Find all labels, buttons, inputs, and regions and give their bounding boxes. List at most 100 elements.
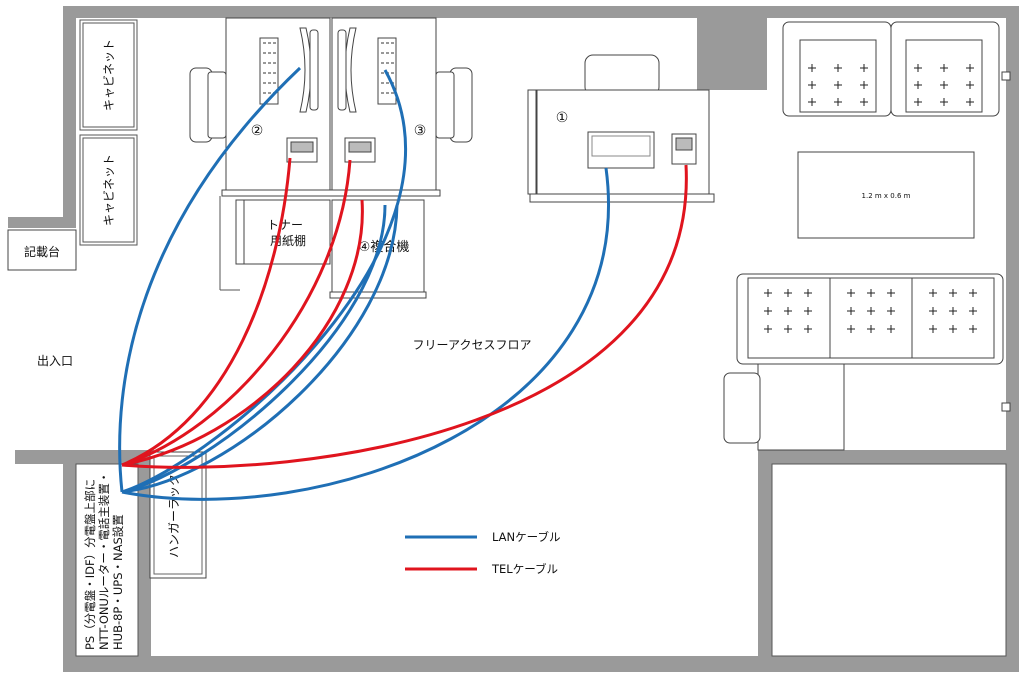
cushion-stitch: [969, 325, 977, 333]
cushion-stitch: [784, 307, 792, 315]
cushion-stitch: [867, 325, 875, 333]
wall-left-upper-return: [8, 217, 76, 228]
cushion-stitch: [834, 64, 842, 72]
cushion-stitch: [808, 81, 816, 89]
chair-1: [584, 54, 660, 96]
keyboard-1: [587, 131, 655, 169]
side-chair: [723, 372, 761, 444]
cushion-stitch: [914, 81, 922, 89]
mfp-label: ④複合機: [359, 239, 410, 255]
tel-cables: [121, 157, 688, 469]
cabinets: キャビネット キャビネット: [79, 19, 138, 246]
cushion-stitch: [860, 98, 868, 106]
entrance-label: 出入口: [37, 354, 73, 368]
cushion-stitch: [887, 325, 895, 333]
workstation-3-label: ③: [414, 123, 427, 139]
cushion-stitch: [966, 64, 974, 72]
ps-label-line1: PS（分電盤・IDF）分電盤上部に: [83, 479, 97, 650]
lower-right-room: [771, 463, 1007, 657]
cushion-stitch: [804, 289, 812, 297]
cushion-stitch: [804, 325, 812, 333]
wall-left-upper: [63, 6, 76, 228]
tel-cable-mfp: [121, 199, 364, 467]
tel-cable-ws1: [121, 164, 688, 469]
cushion-stitches: [764, 64, 977, 333]
wall-lower-right-left: [758, 450, 772, 672]
lan-cable-ws2: [118, 66, 302, 493]
cushion-stitch: [929, 325, 937, 333]
cushion-stitch: [847, 325, 855, 333]
legend-tel-label: TELケーブル: [491, 562, 558, 576]
cushion-stitch: [847, 307, 855, 315]
side-cabinet: [757, 363, 845, 451]
toner-paper-shelf: [241, 199, 331, 265]
cushion-stitch: [808, 98, 816, 106]
cushion-stitch: [929, 307, 937, 315]
legend: LANケーブル TELケーブル: [405, 530, 560, 576]
cushion-stitch: [860, 64, 868, 72]
cushion-stitch: [949, 325, 957, 333]
cushion-stitch: [887, 307, 895, 315]
wall-ps-column: [138, 464, 151, 656]
cushion-stitch: [914, 98, 922, 106]
cabinet-2: [79, 134, 138, 246]
wall-left-lower-vertical: [63, 450, 76, 672]
cabinet-1: [79, 19, 138, 131]
walls: [8, 6, 1019, 672]
cushion-stitch: [764, 289, 772, 297]
hanger-rack: [149, 451, 207, 579]
cushion-stitch: [867, 289, 875, 297]
wall-lower-right-top: [758, 450, 1019, 464]
cushion-stitch: [764, 307, 772, 315]
cushion-stitch: [969, 307, 977, 315]
wall-top: [63, 6, 1019, 18]
wall-bottom: [63, 656, 1019, 672]
cushion-stitch: [867, 307, 875, 315]
ps-closet: [75, 463, 139, 657]
wall-right: [1006, 6, 1019, 672]
floor-label: フリーアクセスフロア: [413, 338, 532, 352]
cushion-stitch: [834, 98, 842, 106]
cushion-stitch: [949, 307, 957, 315]
cushion-stitch: [764, 325, 772, 333]
column-top: [697, 18, 767, 90]
lan-cable-ws1: [121, 167, 610, 501]
cabinet-2-label: キャビネット: [102, 154, 116, 226]
tel-cable-ws3: [121, 159, 352, 467]
lan-cable-mfp-2: [121, 204, 399, 494]
writing-desk: [7, 229, 77, 271]
cushion-stitch: [966, 98, 974, 106]
cushion-stitch: [887, 289, 895, 297]
cushion-stitch: [914, 64, 922, 72]
cushion-stitch: [969, 289, 977, 297]
table-size-label: 1.2 m x 0.6 m: [862, 192, 911, 200]
tel-cable-ws2: [121, 157, 292, 467]
cushion-stitch: [860, 81, 868, 89]
cushion-stitch: [929, 289, 937, 297]
cushion-stitch: [949, 289, 957, 297]
cushion-stitch: [847, 289, 855, 297]
workstation-1-label: ①: [556, 110, 569, 126]
desk-cluster-2-3: ② ③: [189, 17, 473, 197]
workstation-2-label: ②: [251, 123, 264, 139]
keyboard-2: [259, 37, 279, 105]
wall-connector-bottom: [1001, 402, 1011, 412]
desk-cluster-1: ①: [527, 54, 715, 203]
cushion-stitch: [940, 81, 948, 89]
cushion-stitch: [784, 325, 792, 333]
cushion-stitch: [784, 289, 792, 297]
cushion-stitch: [940, 98, 948, 106]
lan-cable-mfp-1: [121, 204, 387, 494]
cushion-stitch: [808, 64, 816, 72]
cushion-stitch: [804, 307, 812, 315]
cushion-stitch: [940, 64, 948, 72]
reception-sofas: 1.2 m x 0.6 m: [723, 21, 1004, 451]
reception-table: [797, 151, 975, 239]
writing-desk-label: 記載台: [24, 244, 60, 259]
cabinet-1-label: キャビネット: [102, 39, 116, 111]
cushion-stitch: [834, 81, 842, 89]
legend-lan-label: LANケーブル: [492, 530, 560, 544]
ps-label-line3: HUB-8P・UPS・NAS設置: [111, 514, 125, 650]
